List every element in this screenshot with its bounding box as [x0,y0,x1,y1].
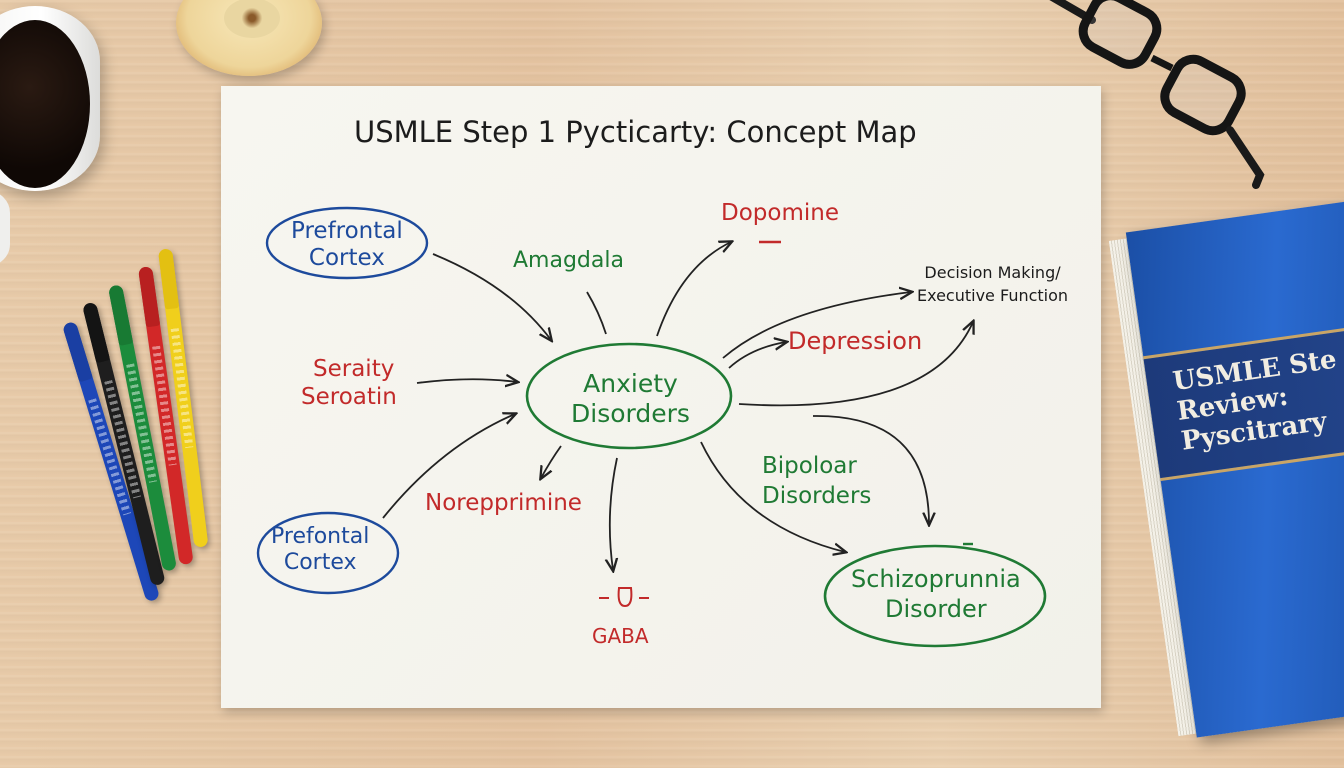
line-amagdala [586,291,607,335]
schizoprunnia-circle [823,544,1047,648]
node-label-line: Prefrontal [291,218,403,244]
node-label-line: Disorder [885,595,987,623]
arrow-to-decision [722,292,911,359]
arrow-to-executive [738,322,973,407]
coffee [0,20,90,188]
arrow-to-norepprimine [541,445,562,478]
arrow-to-gaba [610,457,617,570]
prefrontal-cortex-bottom-circle [256,511,400,595]
node-seraity: Seraity Seroatin [301,356,397,411]
node-amagdala: Amagdala [513,248,624,273]
arrow-prefontal-to-anxiety [382,414,515,519]
concept-map-paper: USMLE Step 1 Pycticarty: Concept Map Pre… [221,86,1101,708]
node-label-line: Schizoprunnia [851,565,1021,593]
node-prefrontal-cortex-top: Prefrontal Cortex [291,218,403,272]
node-prefontal-cortex-bottom: Prefontal Cortex [271,524,369,577]
anxiety-disorders-circle [525,342,733,450]
node-dopomine: Dopomine [721,200,839,226]
node-label-line: Anxiety [583,369,678,398]
node-depression: Depression [788,327,923,355]
coffee-mug [0,6,120,266]
node-schizoprunnia-disorder: Schizoprunnia Disorder [851,564,1021,624]
prefrontal-cortex-top-circle [265,206,429,280]
arrow-to-schizoprunnia [700,441,845,552]
node-label-line: Disorders [571,399,690,428]
node-label-line: Cortex [283,550,357,576]
apple-core [224,0,280,38]
gaba-symbol [599,587,649,608]
node-label-line: Cortex [308,245,385,272]
node-label-line: Seraity [313,356,395,382]
node-gaba: GABA [592,624,649,648]
node-norepprimine: Norepprimine [425,490,582,516]
arrow-to-depression [728,342,786,369]
node-label-line: Disorders [762,482,872,509]
node-label-line: Seroatin [301,383,397,410]
node-label-line: Bipoloar [762,453,857,479]
node-label-line: Decision Making/ [924,263,1061,282]
node-anxiety-disorders: Anxiety Disorders [571,369,690,429]
eyeglasses [1049,0,1265,189]
arrow-seraity-to-anxiety [416,379,517,383]
map-title: USMLE Step 1 Pycticarty: Concept Map [354,115,917,149]
node-label-line: Prefontal [271,524,370,549]
node-decision-making: Decision Making/ Executive Function [917,262,1068,307]
arrow-prefrontal-to-anxiety [432,253,551,340]
arrow-to-bipoloar [812,415,929,524]
arrow-to-dopomine [656,242,731,337]
concept-map-drawing [256,206,1047,648]
node-label-line: Executive Function [917,285,1069,305]
node-bipoloar-disorders: Bipoloar Disorders [762,452,871,512]
